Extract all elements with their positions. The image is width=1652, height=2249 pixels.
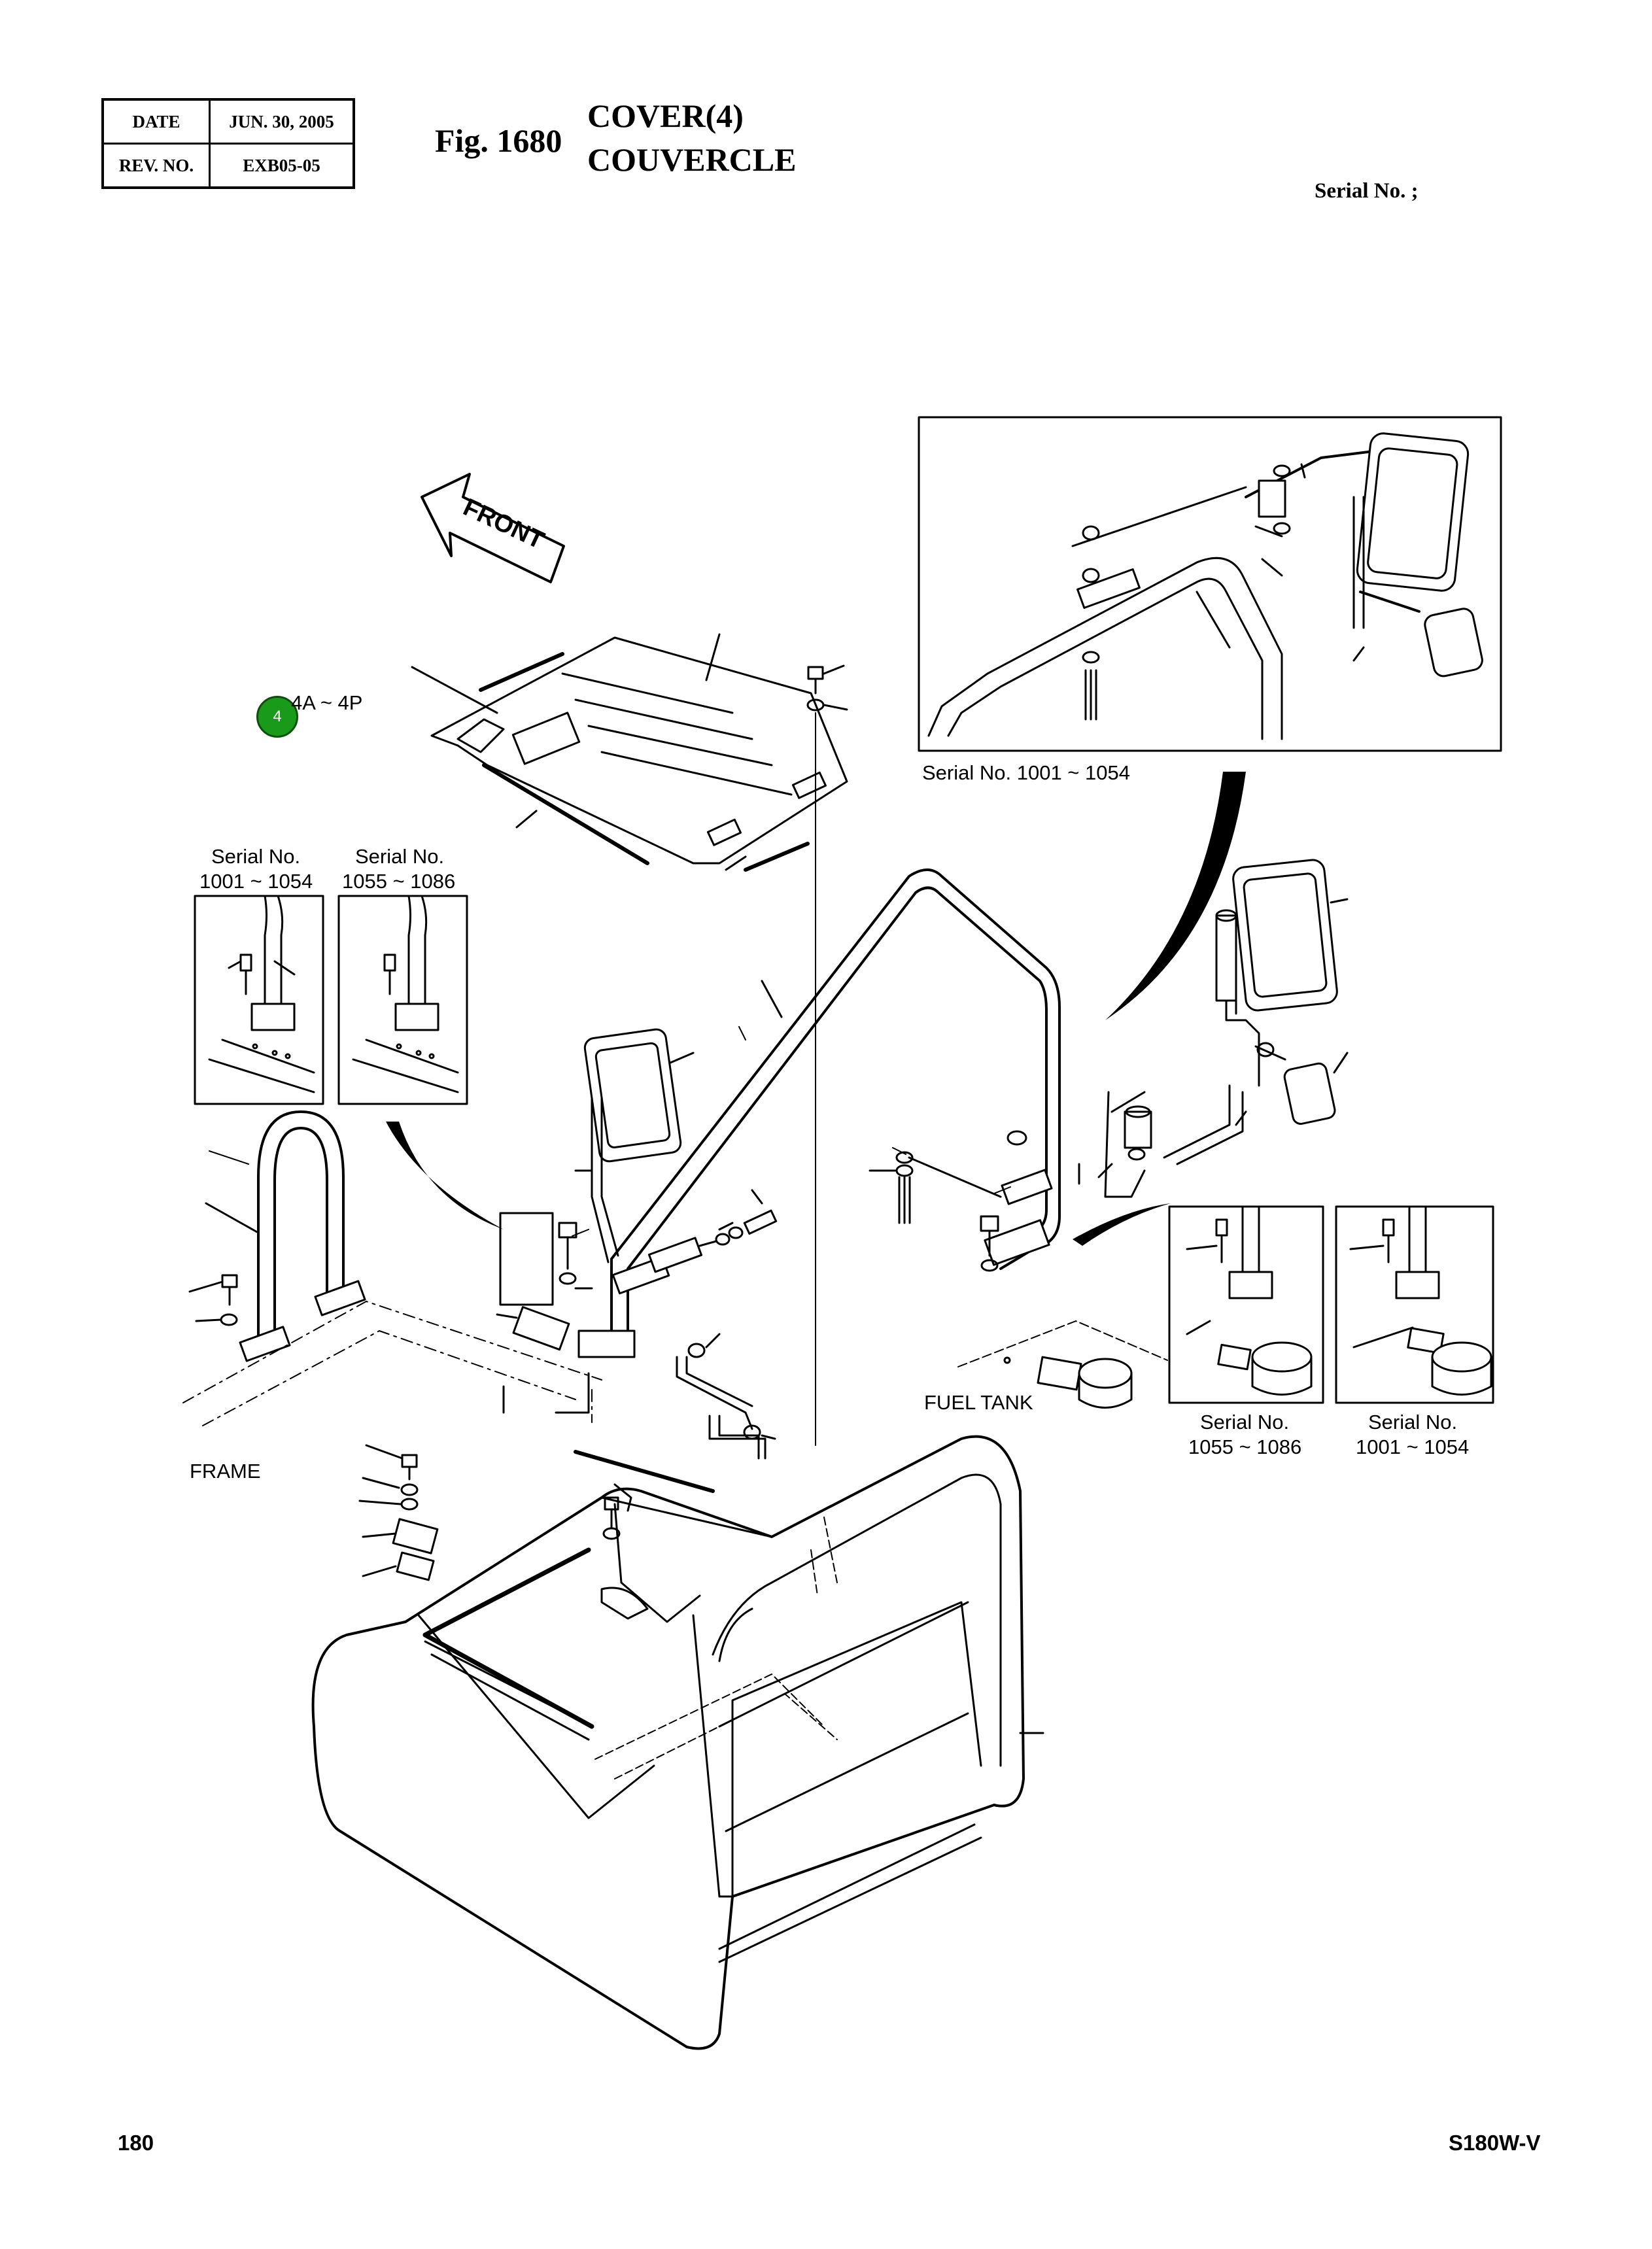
leader-arc-left [386,1122,504,1229]
frame-outline [182,1301,602,1426]
left-inset-2-serial-range: 1055 ~ 1086 [342,870,455,893]
right-inset-1-serial-label: Serial No. [1200,1411,1289,1434]
left-inset-1 [194,895,324,1105]
fuel-tank-label: FUEL TANK [924,1391,1033,1414]
left-inset-2-serial-label: Serial No. [355,845,444,868]
detail-box-left [496,1212,636,1414]
right-inset-2 [1335,1205,1494,1404]
leader-lines [209,1026,1011,1237]
right-inset-2-serial-range: 1001 ~ 1054 [1356,1435,1469,1458]
fuel-tank-cap [957,1320,1168,1409]
model-code: S180W-V [1449,2131,1541,2155]
rail-brackets [611,1189,778,1295]
left-inset-1-serial-range: 1001 ~ 1054 [199,870,313,893]
leader-arc-right [1105,772,1246,1020]
title-french: COUVERCLE [587,141,797,178]
left-inset-1-serial-label: Serial No. [211,845,300,868]
right-inset-1-serial-range: 1055 ~ 1086 [1188,1435,1301,1458]
left-handrail [188,1110,366,1362]
page-number: 180 [118,2131,154,2155]
front-arrow: FRONT [421,473,565,583]
callout-marker[interactable]: 4 [256,696,298,738]
cover-bolt [806,664,848,1446]
left-mirror [574,1028,695,1263]
center-bolt [869,1151,1002,1224]
right-mirror-assembly [1007,859,1349,1198]
right-inset-1 [1168,1205,1324,1404]
mirror-inset-top [918,416,1502,752]
callout-range: 4A ~ 4P [291,691,363,714]
rev-value: EXB05-05 [209,143,355,189]
title-english: COVER(4) [587,97,744,134]
serial-number-label: Serial No. ; [1315,179,1419,203]
lower-hood-cover [311,1435,1025,2050]
date-label: DATE [101,98,211,145]
rod-link [676,1333,776,1440]
hood-hardware [358,1415,1044,1734]
right-inset-2-serial-label: Serial No. [1368,1411,1457,1434]
frame-label: FRAME [190,1460,261,1483]
date-value: JUN. 30, 2005 [209,98,355,145]
figure-number: Fig. 1680 [435,122,562,159]
top-cover-panel [411,633,848,872]
revision-table: DATE JUN. 30, 2005 REV. NO. EXB05-05 [101,98,355,189]
left-inset-2 [337,895,468,1105]
rev-label: REV. NO. [101,143,211,189]
leader-arc-bottom [1073,1203,1171,1246]
inset-top-serial: Serial No. 1001 ~ 1054 [922,761,1130,784]
right-rail-bolt [980,1215,999,1272]
